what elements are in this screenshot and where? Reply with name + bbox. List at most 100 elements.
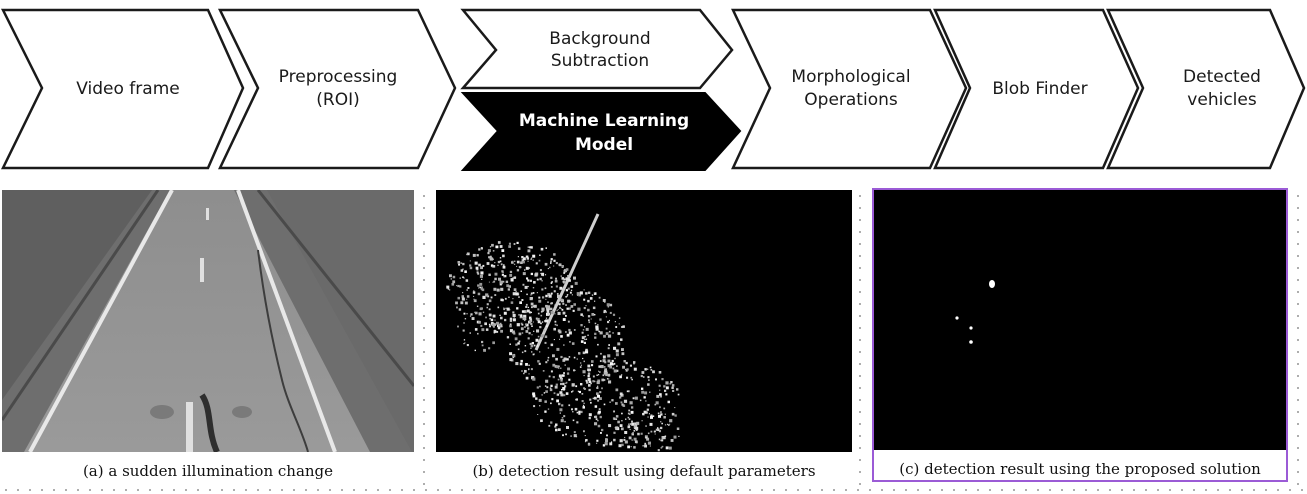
noise-speck bbox=[647, 432, 650, 435]
noise-speck bbox=[507, 288, 510, 291]
noise-speck bbox=[572, 390, 574, 392]
noise-speck bbox=[477, 332, 479, 335]
noise-speck bbox=[532, 305, 535, 308]
noise-speck bbox=[462, 276, 464, 278]
noise-speck bbox=[532, 321, 534, 323]
noise-speck bbox=[462, 292, 464, 294]
noise-speck bbox=[553, 265, 555, 267]
noise-speck bbox=[505, 307, 507, 309]
noise-speck bbox=[597, 324, 599, 326]
noise-speck bbox=[568, 378, 571, 381]
noise-speck bbox=[550, 421, 553, 424]
noise-speck bbox=[623, 360, 626, 363]
noise-speck bbox=[631, 432, 634, 436]
noise-speck bbox=[554, 385, 558, 389]
noise-speck bbox=[530, 294, 532, 296]
noise-speck bbox=[596, 442, 598, 444]
step-machine-learning-label-1: Machine Learning bbox=[519, 111, 689, 131]
noise-speck bbox=[563, 357, 567, 361]
noise-speck bbox=[493, 258, 494, 260]
noise-speck bbox=[561, 308, 564, 311]
step-preprocessing: Preprocessing (ROI) bbox=[218, 8, 457, 170]
noise-speck bbox=[676, 388, 679, 391]
noise-speck bbox=[544, 400, 547, 403]
noise-speck bbox=[460, 262, 463, 264]
noise-speck bbox=[567, 367, 570, 371]
noise-speck bbox=[514, 337, 518, 341]
noise-speck bbox=[633, 363, 635, 365]
dotted-background-left bbox=[418, 190, 434, 490]
noise-speck bbox=[549, 388, 553, 392]
noise-speck bbox=[567, 299, 571, 303]
noise-speck bbox=[525, 323, 528, 326]
noise-speck bbox=[633, 367, 637, 371]
noise-speck bbox=[492, 250, 495, 252]
noise-speck bbox=[629, 401, 633, 405]
noise-speck bbox=[571, 408, 573, 411]
noise-speck bbox=[521, 332, 524, 334]
noise-speck bbox=[616, 369, 619, 372]
noise-speck bbox=[533, 281, 536, 284]
step-preprocessing-label-1: Preprocessing bbox=[279, 67, 398, 87]
noise-speck bbox=[655, 378, 657, 381]
noise-speck bbox=[559, 377, 563, 380]
noise-speck bbox=[520, 290, 522, 292]
noise-speck bbox=[470, 313, 473, 316]
noise-speck bbox=[540, 421, 542, 423]
noise-speck bbox=[592, 397, 594, 400]
noise-speck bbox=[562, 318, 566, 321]
noise-speck bbox=[529, 319, 533, 323]
noise-speck bbox=[466, 298, 468, 300]
noise-speck bbox=[491, 323, 495, 327]
noise-speck bbox=[580, 383, 583, 386]
noise-speck bbox=[488, 308, 491, 311]
noise-speck bbox=[664, 413, 666, 415]
noise-speck bbox=[539, 269, 542, 272]
noise-speck bbox=[650, 414, 653, 417]
noise-speck bbox=[532, 392, 536, 396]
noise-speck bbox=[643, 396, 646, 399]
noise-speck bbox=[660, 426, 663, 430]
noise-speck bbox=[633, 427, 636, 429]
noise-speck bbox=[554, 313, 556, 315]
step-video-frame: Video frame bbox=[0, 8, 245, 170]
noise-speck bbox=[509, 317, 513, 321]
noise-speck bbox=[556, 309, 558, 312]
noise-speck bbox=[561, 265, 564, 268]
noise-speck bbox=[488, 299, 492, 303]
noise-speck bbox=[500, 287, 504, 291]
noise-speck bbox=[570, 285, 574, 288]
noise-speck bbox=[559, 412, 561, 414]
noise-speck bbox=[496, 321, 499, 325]
noise-speck bbox=[661, 439, 664, 442]
step-background-subtraction-label-2: Subtraction bbox=[551, 51, 649, 71]
noise-speck bbox=[633, 361, 636, 364]
noise-speck bbox=[609, 401, 611, 403]
noise-speck bbox=[606, 378, 609, 380]
noise-speck bbox=[656, 394, 660, 398]
noise-speck bbox=[596, 392, 599, 396]
noise-speck bbox=[620, 338, 623, 341]
noise-speck bbox=[574, 369, 576, 371]
noise-speck bbox=[592, 306, 596, 310]
noise-speck bbox=[646, 368, 649, 370]
noise-speck bbox=[590, 382, 592, 385]
noise-speck bbox=[457, 296, 460, 300]
noise-speck bbox=[647, 376, 650, 379]
step-detected-vehicles: Detected vehicles bbox=[1106, 8, 1306, 170]
noise-speck bbox=[561, 374, 565, 377]
noise-speck bbox=[626, 390, 629, 393]
noise-speck bbox=[492, 341, 495, 345]
noise-speck bbox=[457, 325, 459, 328]
noise-speck bbox=[612, 367, 615, 370]
noise-speck bbox=[565, 268, 569, 271]
noise-speck bbox=[625, 368, 627, 371]
noise-speck bbox=[503, 311, 507, 315]
noise-speck bbox=[519, 301, 522, 304]
noise-speck bbox=[607, 306, 609, 308]
noise-speck bbox=[477, 284, 480, 287]
noise-speck bbox=[590, 318, 592, 320]
noise-speck bbox=[585, 327, 589, 331]
noise-speck bbox=[646, 408, 649, 411]
noise-speck bbox=[671, 412, 675, 416]
